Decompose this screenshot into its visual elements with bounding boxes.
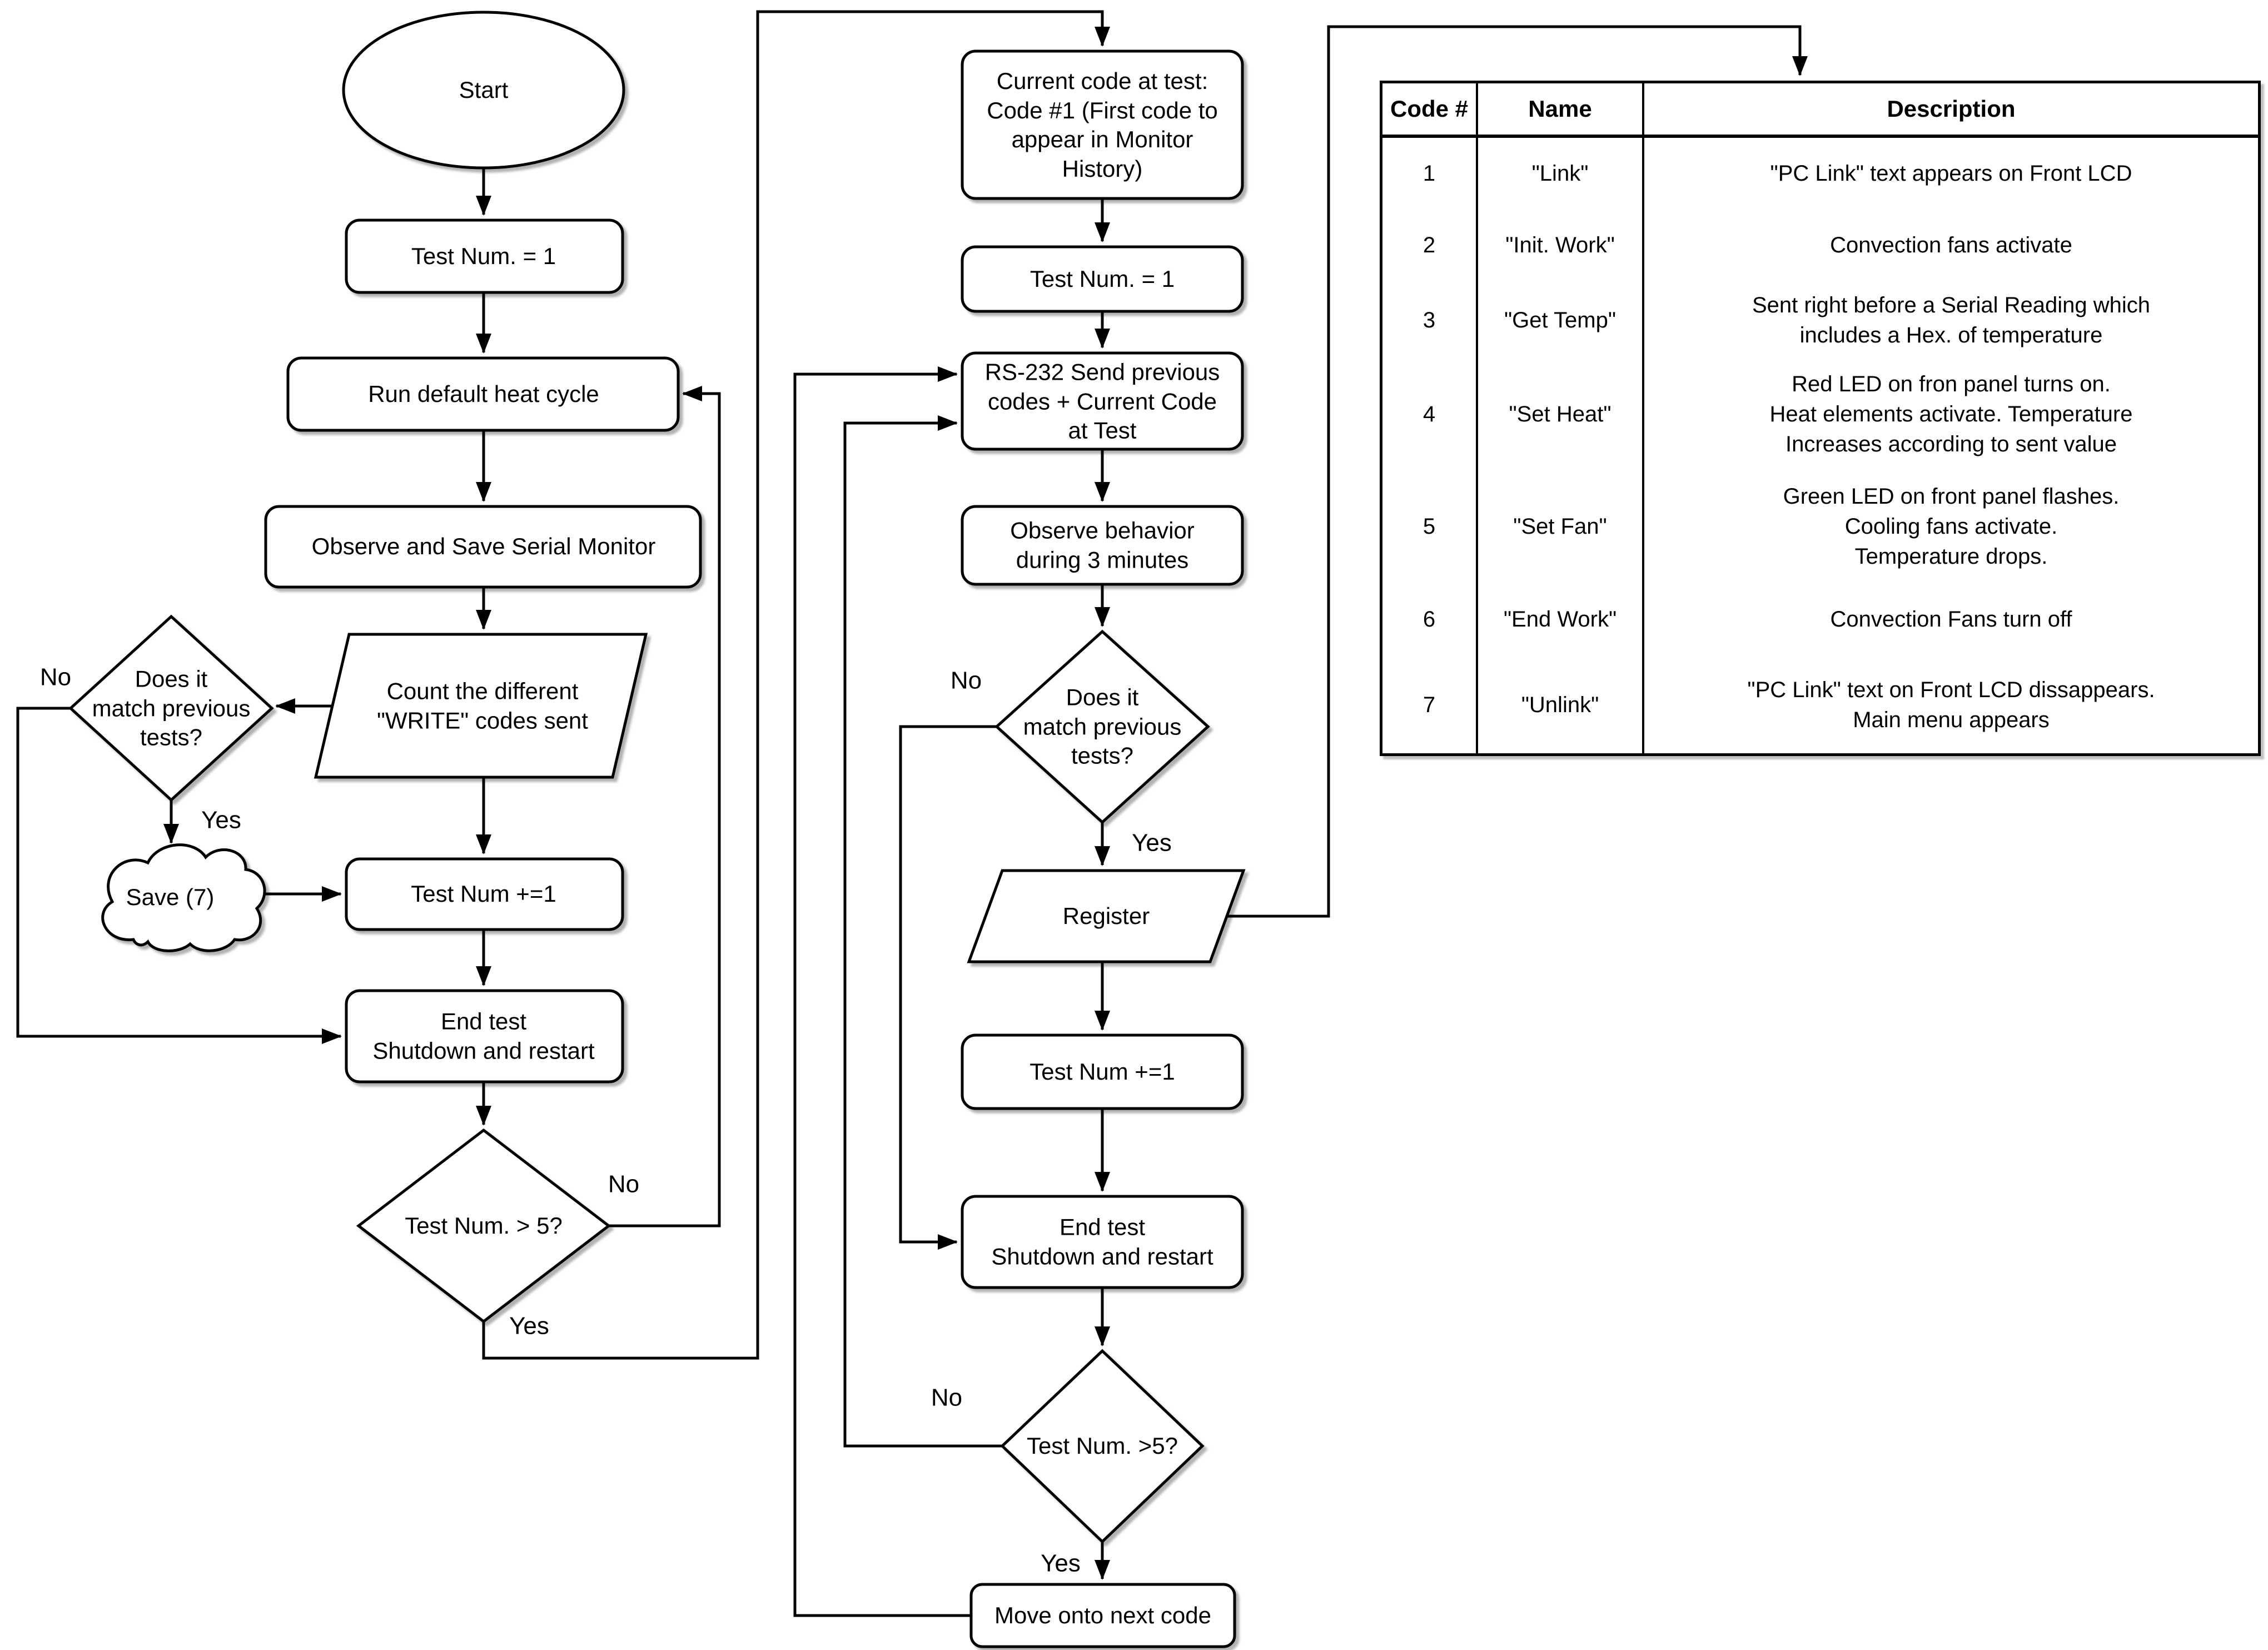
increment-left-label: Test Num +=1 bbox=[411, 880, 556, 907]
edge-gt5-no-loop-left bbox=[609, 386, 721, 1227]
node-end-test-left bbox=[345, 989, 624, 1084]
observe-behavior-label: Observe behavior during 3 minutes bbox=[1010, 517, 1195, 573]
table-cell-description: Sent right before a Serial Reading which… bbox=[1752, 292, 2150, 347]
table-cell-code: 7 bbox=[1382, 656, 1478, 753]
yes-label-match-middle: Yes bbox=[1132, 829, 1172, 857]
save-cloud-label: Save (7) bbox=[126, 883, 215, 910]
node-set-test-num-middle bbox=[961, 245, 1244, 313]
no-label-match-middle: No bbox=[950, 667, 982, 694]
edge-match-no-loop-left bbox=[16, 707, 342, 1044]
yes-label-gt5-middle: Yes bbox=[1041, 1549, 1081, 1577]
rs232-send-label: RS-232 Send previous codes + Current Cod… bbox=[984, 359, 1220, 444]
table-header-description: Description bbox=[1644, 83, 2258, 138]
cloud-save-7 bbox=[101, 843, 266, 952]
no-label-gt5-left: No bbox=[608, 1170, 640, 1198]
table-cell-code: 5 bbox=[1382, 470, 1478, 583]
run-default-label: Run default heat cycle bbox=[368, 380, 599, 407]
node-increment-test-num-left bbox=[345, 857, 624, 931]
table-cell-code: 3 bbox=[1382, 282, 1478, 358]
table-cell-code: 2 bbox=[1382, 208, 1478, 282]
table-cell-code: 1 bbox=[1382, 138, 1478, 208]
table-header-code: Code # bbox=[1382, 83, 1478, 138]
node-move-next-code bbox=[969, 1583, 1236, 1648]
edge-gt5-yes-to-middle bbox=[482, 10, 1110, 1360]
match-previous-left-label: Does it match previous tests? bbox=[92, 665, 251, 751]
end-test-middle-label: End test Shutdown and restart bbox=[991, 1214, 1213, 1270]
table-cell-description: Convection Fans turn off bbox=[1830, 607, 2072, 632]
table-cell-code: 4 bbox=[1382, 358, 1478, 470]
edge-move-loop-to-rs232 bbox=[793, 366, 971, 1617]
table-cell-description: "PC Link" text appears on Front LCD bbox=[1770, 161, 2132, 186]
table-cell-description: Green LED on front panel flashes. Coolin… bbox=[1783, 484, 2120, 569]
node-observe-behavior bbox=[961, 505, 1244, 586]
move-next-code-label: Move onto next code bbox=[994, 1602, 1211, 1628]
node-rs232-send bbox=[961, 351, 1244, 451]
node-register bbox=[967, 869, 1246, 963]
node-current-code bbox=[961, 49, 1244, 200]
table-cell-name: "Link" bbox=[1478, 138, 1644, 208]
decision-test-num-gt5-left bbox=[356, 1128, 611, 1324]
no-label-match-left: No bbox=[39, 663, 72, 691]
match-previous-middle-label: Does it match previous tests? bbox=[1023, 684, 1182, 769]
table-cell-description: Red LED on fron panel turns on. Heat ele… bbox=[1769, 371, 2133, 456]
table-header-name: Name bbox=[1478, 83, 1644, 138]
yes-label-match-left: Yes bbox=[201, 806, 241, 834]
table-cell-name: "Set Fan" bbox=[1478, 470, 1644, 583]
decision-match-previous-middle bbox=[994, 629, 1210, 824]
node-end-test-middle bbox=[961, 1195, 1244, 1289]
set-test-num-left-label: Test Num. = 1 bbox=[411, 242, 556, 269]
yes-label-gt5-left: Yes bbox=[509, 1312, 549, 1340]
count-write-codes-label: Count the different "WRITE" codes sent bbox=[377, 678, 588, 734]
set-test-num-middle-label: Test Num. = 1 bbox=[1029, 265, 1175, 292]
table-cell-name: "Init. Work" bbox=[1478, 208, 1644, 282]
gt5-middle-label: Test Num. >5? bbox=[1027, 1432, 1178, 1459]
end-test-left-label: End test Shutdown and restart bbox=[372, 1008, 595, 1064]
node-observe-save-serial-monitor bbox=[264, 505, 702, 589]
observe-save-label: Observe and Save Serial Monitor bbox=[311, 533, 656, 559]
node-start bbox=[342, 11, 625, 170]
codes-table: Code # Name Description 1 "Link" "PC Lin… bbox=[1380, 81, 2261, 756]
node-increment-test-num-middle bbox=[961, 1033, 1244, 1110]
table-cell-code: 6 bbox=[1382, 583, 1478, 656]
node-set-test-num-left bbox=[345, 218, 624, 294]
table-cell-name: "Unlink" bbox=[1478, 656, 1644, 753]
table-cell-name: "End Work" bbox=[1478, 583, 1644, 656]
start-label: Start bbox=[459, 76, 509, 103]
current-code-label: Current code at test: Code #1 (First cod… bbox=[987, 68, 1218, 182]
table-cell-description: Convection fans activate bbox=[1830, 233, 2072, 257]
table-cell-name: "Set Heat" bbox=[1478, 358, 1644, 470]
increment-middle-label: Test Num +=1 bbox=[1029, 1058, 1175, 1085]
table-cell-name: "Get Temp" bbox=[1478, 282, 1644, 358]
register-label: Register bbox=[1062, 902, 1150, 929]
shapes-group bbox=[68, 11, 1246, 1648]
decision-match-previous-left bbox=[68, 614, 274, 802]
decision-test-num-gt5-middle bbox=[1000, 1349, 1205, 1544]
no-label-gt5-middle: No bbox=[931, 1384, 963, 1412]
gt5-left-label: Test Num. > 5? bbox=[405, 1212, 563, 1239]
node-run-default-heat-cycle bbox=[286, 356, 680, 432]
edge-gt5-no-loop-to-rs232 bbox=[843, 415, 1002, 1448]
edge-register-to-table bbox=[1227, 25, 1808, 918]
table-cell-description: "PC Link" text on Front LCD dissappears.… bbox=[1747, 677, 2155, 732]
node-count-write-codes bbox=[314, 633, 648, 779]
edge-match-no-loop-mid bbox=[899, 725, 997, 1250]
edges-group bbox=[16, 10, 1808, 1617]
